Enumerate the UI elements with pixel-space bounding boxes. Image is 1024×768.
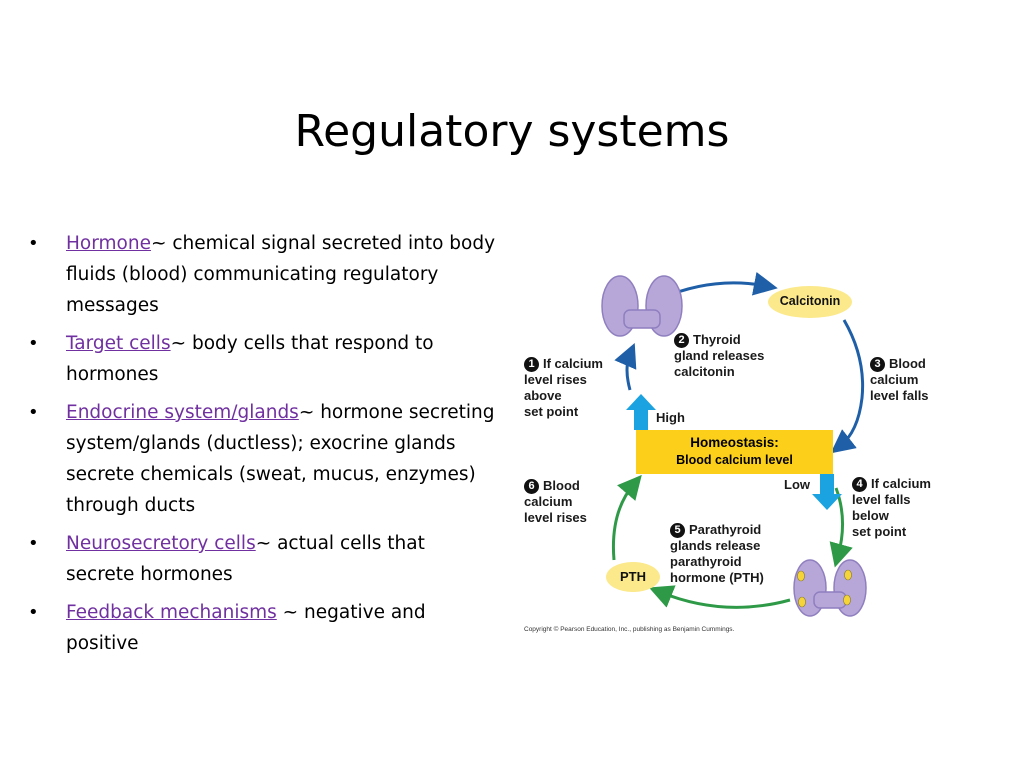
term-link-hormone[interactable]: Hormone <box>66 233 151 254</box>
parathyroid-gland-icon <box>793 559 867 617</box>
term-link-feedback[interactable]: Feedback mechanisms <box>66 602 277 623</box>
blue-arrow-rise-to-thyroid <box>614 342 637 391</box>
slide-title: Regulatory systems <box>294 106 730 157</box>
step-5-text: Parathyroid glands release parathyroid h… <box>670 522 764 585</box>
step-1-text: If calcium level rises above set point <box>524 356 603 419</box>
homeostasis-box: Homeostasis: Blood calcium level <box>636 430 833 474</box>
diagram-graphics <box>601 271 867 617</box>
term-link-endocrine[interactable]: Endocrine system/glands <box>66 402 299 423</box>
homeostasis-title: Homeostasis: <box>690 435 779 450</box>
calcitonin-label: Calcitonin <box>779 294 841 308</box>
blue-arrow-calcitonin-to-homeostasis <box>830 319 865 454</box>
bullet-icon: • <box>28 233 39 254</box>
bullet-item: • Neurosecretory cells~ actual cells that… <box>28 528 498 590</box>
step-number-badge: 1 <box>524 357 539 372</box>
step-6-text: Blood calcium level rises <box>524 478 587 525</box>
bullet-text: ~ hormone secreting system/glands (ductl… <box>66 402 495 516</box>
bullet-item: • Hormone~ chemical signal secreted into … <box>28 228 498 321</box>
copyright-note: Copyright © Pearson Education, Inc., pub… <box>524 626 735 633</box>
bullet-text: ~ negative and positive <box>66 602 426 654</box>
green-arrow-parathyroid-to-pth <box>648 585 791 609</box>
step-number-badge: 2 <box>674 333 689 348</box>
step-3-text: Blood calcium level falls <box>870 356 929 403</box>
low-down-arrow <box>812 474 842 510</box>
step-number-badge: 5 <box>670 523 685 538</box>
green-arrow-pth-to-homeostasis <box>611 474 642 561</box>
bullet-list: • Hormone~ chemical signal secreted into … <box>28 228 498 666</box>
calcium-homeostasis-diagram: Calcitonin PTH High Low Homeostasis: Blo… <box>514 262 954 642</box>
green-arrow-fall-to-parathyroid <box>829 487 853 568</box>
bullet-item: • Feedback mechanisms ~ negative and posi… <box>28 597 498 659</box>
parathyroid-dots <box>797 569 852 608</box>
step-number-badge: 3 <box>870 357 885 372</box>
bullet-icon: • <box>28 533 39 554</box>
high-up-arrow <box>626 394 656 430</box>
thyroid-gland-icon <box>601 275 683 337</box>
step-2-text: Thyroid gland releases calcitonin <box>674 332 765 379</box>
bullet-item: • Endocrine system/glands~ hormone secret… <box>28 397 498 521</box>
high-label: High <box>656 410 685 425</box>
calcitonin-pill <box>768 286 852 318</box>
bullet-icon: • <box>28 402 39 423</box>
bullet-icon: • <box>28 602 39 623</box>
bullet-text: ~ chemical signal secreted into body flu… <box>66 233 496 316</box>
low-label: Low <box>784 477 810 492</box>
bullet-icon: • <box>28 333 39 354</box>
step-number-badge: 4 <box>852 477 867 492</box>
step-4-text: If calcium level falls below set point <box>852 476 931 539</box>
homeostasis-subtitle: Blood calcium level <box>676 453 793 467</box>
pth-pill <box>606 562 660 592</box>
term-link-target-cells[interactable]: Target cells <box>66 333 171 354</box>
step-number-badge: 6 <box>524 479 539 494</box>
bullet-text: ~ body cells that respond to hormones <box>66 333 434 385</box>
bullet-item: • Target cells~ body cells that respond t… <box>28 328 498 390</box>
pth-label: PTH <box>620 569 646 584</box>
term-link-neurosecretory[interactable]: Neurosecretory cells <box>66 533 256 554</box>
bullet-text: ~ actual cells that secrete hormones <box>66 533 425 585</box>
